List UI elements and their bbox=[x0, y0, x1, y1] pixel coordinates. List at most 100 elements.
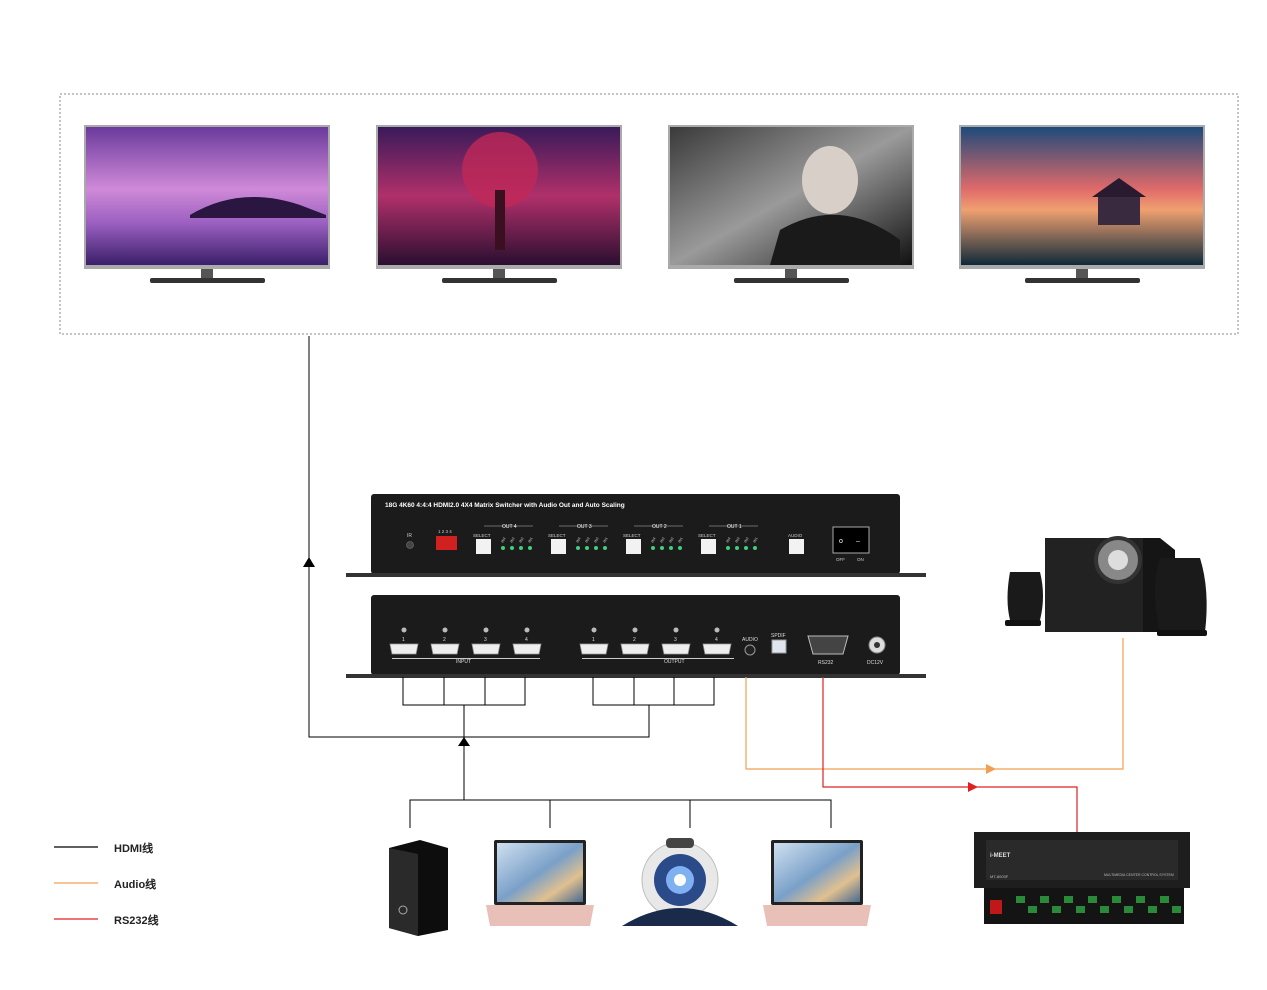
input-led bbox=[576, 546, 580, 550]
input-led bbox=[594, 546, 598, 550]
hdmi-connector bbox=[389, 643, 419, 655]
port-screw-icon bbox=[632, 627, 638, 633]
speaker-system bbox=[1005, 536, 1207, 636]
input-label: INPUT bbox=[456, 659, 471, 665]
tv-1 bbox=[84, 125, 330, 283]
audio-port-label: AUDIO bbox=[742, 637, 758, 643]
central-control-system: i-MEET MT-8003F MULTIMEDIA CENTER CONTRO… bbox=[974, 832, 1190, 924]
input-indicator-label: IN3 bbox=[584, 537, 590, 544]
select-label: SELECT bbox=[698, 533, 716, 538]
select-label: SELECT bbox=[623, 533, 641, 538]
hdmi-arrow-up-matrix bbox=[458, 737, 470, 746]
control-model: MT-8003F bbox=[990, 874, 1009, 879]
input-led bbox=[660, 546, 664, 550]
input-indicator-label: IN3 bbox=[734, 537, 740, 544]
port-screw-icon bbox=[442, 627, 448, 633]
hdmi-input-port-number: 4 bbox=[525, 637, 528, 643]
laptop-1 bbox=[486, 840, 594, 926]
hdmi-output-port-number: 1 bbox=[592, 637, 595, 643]
hp-logo-icon bbox=[398, 905, 408, 915]
hdmi-connector bbox=[620, 643, 650, 655]
hdmi-input-port-1[interactable]: 1 bbox=[389, 627, 419, 655]
input-led bbox=[585, 546, 589, 550]
input-led bbox=[519, 546, 523, 550]
terminal-block bbox=[1112, 896, 1121, 903]
input-indicator-label: IN4 bbox=[725, 537, 731, 544]
input-indicator-label: IN2 bbox=[593, 537, 599, 544]
input-indicator-label: IN1 bbox=[752, 537, 758, 544]
power-switch[interactable] bbox=[832, 526, 870, 554]
legend-label: RS232线 bbox=[114, 915, 159, 927]
out-group-label: OUT 3 bbox=[577, 524, 592, 530]
input-led bbox=[726, 546, 730, 550]
terminal-block bbox=[1172, 906, 1181, 913]
hdmi-input-port-3[interactable]: 3 bbox=[471, 627, 501, 655]
out-group-label: OUT 1 bbox=[727, 524, 742, 530]
hdmi-input-port-2[interactable]: 2 bbox=[430, 627, 460, 655]
terminal-block bbox=[1040, 896, 1049, 903]
out-group-label: OUT 4 bbox=[502, 524, 517, 530]
audio-button[interactable] bbox=[789, 539, 804, 554]
dc-power-pin bbox=[874, 642, 880, 648]
terminal-block bbox=[1016, 896, 1025, 903]
hdmi-output-port-number: 4 bbox=[715, 637, 718, 643]
tv-3 bbox=[668, 125, 914, 283]
select-button[interactable] bbox=[701, 539, 716, 554]
input-indicator-label: IN4 bbox=[575, 537, 581, 544]
hdmi-input-port-number: 1 bbox=[402, 637, 405, 643]
input-led bbox=[651, 546, 655, 550]
spdif-port[interactable] bbox=[771, 639, 787, 654]
hdmi-input-port-number: 3 bbox=[484, 637, 487, 643]
hdmi-output-port-2[interactable]: 2 bbox=[620, 627, 650, 655]
legend-label: HDMI线 bbox=[114, 843, 154, 855]
terminal-block bbox=[1160, 896, 1169, 903]
input-led bbox=[669, 546, 673, 550]
webcam bbox=[622, 838, 738, 926]
input-indicator-label: IN1 bbox=[677, 537, 683, 544]
terminal-block bbox=[1076, 906, 1085, 913]
select-label: SELECT bbox=[473, 533, 491, 538]
port-screw-icon bbox=[524, 627, 530, 633]
input-led bbox=[678, 546, 682, 550]
laptop-2 bbox=[763, 840, 871, 926]
input-indicator-label: IN1 bbox=[602, 537, 608, 544]
hdmi-connector bbox=[430, 643, 460, 655]
input-indicator-label: IN2 bbox=[668, 537, 674, 544]
hdmi-connector bbox=[579, 643, 609, 655]
hdmi-connector bbox=[471, 643, 501, 655]
dip-switch[interactable] bbox=[436, 536, 457, 550]
select-button[interactable] bbox=[476, 539, 491, 554]
input-led bbox=[735, 546, 739, 550]
out-group-label: OUT 2 bbox=[652, 524, 667, 530]
input-led bbox=[510, 546, 514, 550]
hdmi-input-port-4[interactable]: 4 bbox=[512, 627, 542, 655]
input-led bbox=[528, 546, 532, 550]
tv-4 bbox=[959, 125, 1205, 283]
front-panel-title: 18G 4K60 4:4:4 HDMI2.0 4X4 Matrix Switch… bbox=[385, 502, 625, 509]
hdmi-output-port-1[interactable]: 1 bbox=[579, 627, 609, 655]
input-led bbox=[501, 546, 505, 550]
hdmi-output-port-4[interactable]: 4 bbox=[702, 627, 732, 655]
power-off-glyph: o bbox=[839, 538, 843, 545]
audio-wiring bbox=[745, 638, 1124, 770]
select-button[interactable] bbox=[551, 539, 566, 554]
hdmi-output-port-3[interactable]: 3 bbox=[661, 627, 691, 655]
hdmi-output-port-number: 2 bbox=[633, 637, 636, 643]
hdmi-connector bbox=[661, 643, 691, 655]
audio-jack[interactable] bbox=[744, 644, 756, 656]
select-label: SELECT bbox=[548, 533, 566, 538]
port-screw-icon bbox=[483, 627, 489, 633]
hdmi-output-port-number: 3 bbox=[674, 637, 677, 643]
terminal-block bbox=[1100, 906, 1109, 913]
input-led bbox=[753, 546, 757, 550]
input-led bbox=[744, 546, 748, 550]
rs232-port[interactable] bbox=[807, 635, 849, 655]
input-indicator-label: IN3 bbox=[509, 537, 515, 544]
input-indicator-label: IN4 bbox=[500, 537, 506, 544]
select-button[interactable] bbox=[626, 539, 641, 554]
legend-label: Audio线 bbox=[114, 879, 157, 891]
terminal-block bbox=[1088, 896, 1097, 903]
power-off-label: OFF bbox=[836, 557, 845, 562]
rs232-label: RS232 bbox=[818, 660, 834, 666]
